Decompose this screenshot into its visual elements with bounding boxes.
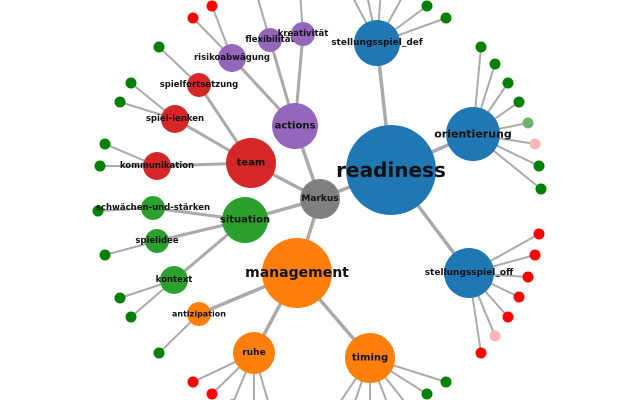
node-schwaechen[interactable]: schwächen-und-stärken [96, 196, 210, 220]
leaf-node[interactable] [114, 96, 126, 108]
node-timing[interactable]: timing [345, 333, 395, 383]
node-label: flexibilität [245, 35, 294, 45]
leaf-node[interactable] [522, 117, 534, 129]
node-label: spielidee [135, 236, 178, 246]
leaf-node[interactable] [440, 376, 452, 388]
leaf-node[interactable] [153, 41, 165, 53]
node-management[interactable]: management [245, 238, 349, 308]
node-label: risikoabwägung [194, 53, 270, 63]
node-label: actions [275, 121, 316, 132]
node-label: timing [352, 353, 388, 364]
node-ruhe[interactable]: ruhe [233, 332, 275, 374]
node-circle[interactable] [291, 22, 315, 46]
node-circle[interactable] [346, 125, 436, 215]
node-kommunikation[interactable]: kommunikation [120, 152, 194, 180]
leaf-node[interactable] [502, 311, 514, 323]
node-label: schwächen-und-stärken [96, 203, 210, 213]
node-actions[interactable]: actions [272, 103, 318, 149]
leaf-node[interactable] [153, 347, 165, 359]
node-circle[interactable] [446, 107, 500, 161]
leaf-node[interactable] [114, 292, 126, 304]
node-circle[interactable] [161, 105, 189, 133]
node-stellungsspiel_off[interactable]: stellungsspiel_off [425, 248, 514, 298]
node-circle[interactable] [187, 73, 211, 97]
node-risikoabwaegung[interactable]: risikoabwägung [194, 44, 270, 72]
node-circle[interactable] [354, 20, 400, 66]
node-flexibilitaet[interactable]: flexibilität [245, 28, 295, 52]
node-label: situation [220, 215, 270, 226]
node-circle[interactable] [222, 197, 268, 243]
node-circle[interactable] [218, 44, 246, 72]
leaf-node[interactable] [206, 0, 218, 12]
leaf-node[interactable] [513, 96, 525, 108]
node-situation[interactable]: situation [220, 197, 270, 243]
node-label: kreativität [278, 29, 329, 39]
leaf-node[interactable] [529, 249, 541, 261]
nodes-layer: Markus readiness management team actions situ… [96, 20, 514, 383]
node-label: Markus [301, 194, 338, 204]
leaf-node[interactable] [125, 311, 137, 323]
node-circle[interactable] [143, 152, 171, 180]
node-circle[interactable] [262, 238, 332, 308]
node-spielidee[interactable]: spielidee [135, 229, 179, 253]
leaf-node[interactable] [522, 271, 534, 283]
node-circle[interactable] [444, 248, 494, 298]
leaf-node[interactable] [489, 330, 501, 342]
node-circle[interactable] [160, 266, 188, 294]
leaf-node[interactable] [529, 138, 541, 150]
node-label: stellungsspiel_def [331, 38, 423, 48]
node-label: spiel-lenken [146, 114, 204, 124]
leaf-node[interactable] [533, 160, 545, 172]
leaf-node[interactable] [99, 249, 111, 261]
leaf-node[interactable] [421, 0, 433, 12]
node-label: stellungsspiel_off [425, 268, 514, 278]
leaf-node[interactable] [92, 205, 104, 217]
node-label: ruhe [242, 348, 265, 358]
node-orientierung[interactable]: orientierung [434, 107, 512, 161]
leaf-node[interactable] [125, 77, 137, 89]
node-spielfortsetzung[interactable]: spielfortsetzung [160, 73, 239, 97]
leaf-node[interactable] [502, 77, 514, 89]
node-kreativitaet[interactable]: kreativität [278, 22, 329, 46]
node-circle[interactable] [345, 333, 395, 383]
leaf-node[interactable] [475, 347, 487, 359]
node-stellungsspiel_def[interactable]: stellungsspiel_def [331, 20, 423, 66]
node-circle[interactable] [258, 28, 282, 52]
node-circle[interactable] [226, 138, 276, 188]
node-team[interactable]: team [226, 138, 276, 188]
leaf-node[interactable] [187, 12, 199, 24]
leaf-node[interactable] [421, 388, 433, 400]
leaf-node[interactable] [94, 160, 106, 172]
leaf-node[interactable] [206, 388, 218, 400]
node-antizipation[interactable]: antizipation [172, 302, 226, 326]
node-circle[interactable] [141, 196, 165, 220]
node-label: kommunikation [120, 161, 194, 171]
node-kontext[interactable]: kontext [156, 266, 193, 294]
leaves-layer [92, 0, 547, 400]
node-circle[interactable] [145, 229, 169, 253]
node-circle[interactable] [300, 179, 340, 219]
node-circle[interactable] [233, 332, 275, 374]
leaf-node[interactable] [99, 138, 111, 150]
leaf-node[interactable] [440, 12, 452, 24]
leaf-node[interactable] [533, 228, 545, 240]
node-label: antizipation [172, 310, 226, 319]
node-label: kontext [156, 275, 193, 285]
node-label: team [237, 158, 266, 169]
leaf-node[interactable] [475, 41, 487, 53]
node-circle[interactable] [187, 302, 211, 326]
node-label: management [245, 265, 349, 281]
node-circle[interactable] [272, 103, 318, 149]
node-Markus[interactable]: Markus [300, 179, 340, 219]
leaf-node[interactable] [187, 376, 199, 388]
leaf-node[interactable] [535, 183, 547, 195]
node-label: spielfortsetzung [160, 80, 239, 90]
node-readiness[interactable]: readiness [336, 125, 446, 215]
node-label: readiness [336, 158, 446, 182]
node-label: orientierung [434, 128, 512, 141]
leaf-node[interactable] [489, 58, 501, 70]
leaf-node[interactable] [513, 291, 525, 303]
node-spiel-lenken[interactable]: spiel-lenken [146, 105, 204, 133]
